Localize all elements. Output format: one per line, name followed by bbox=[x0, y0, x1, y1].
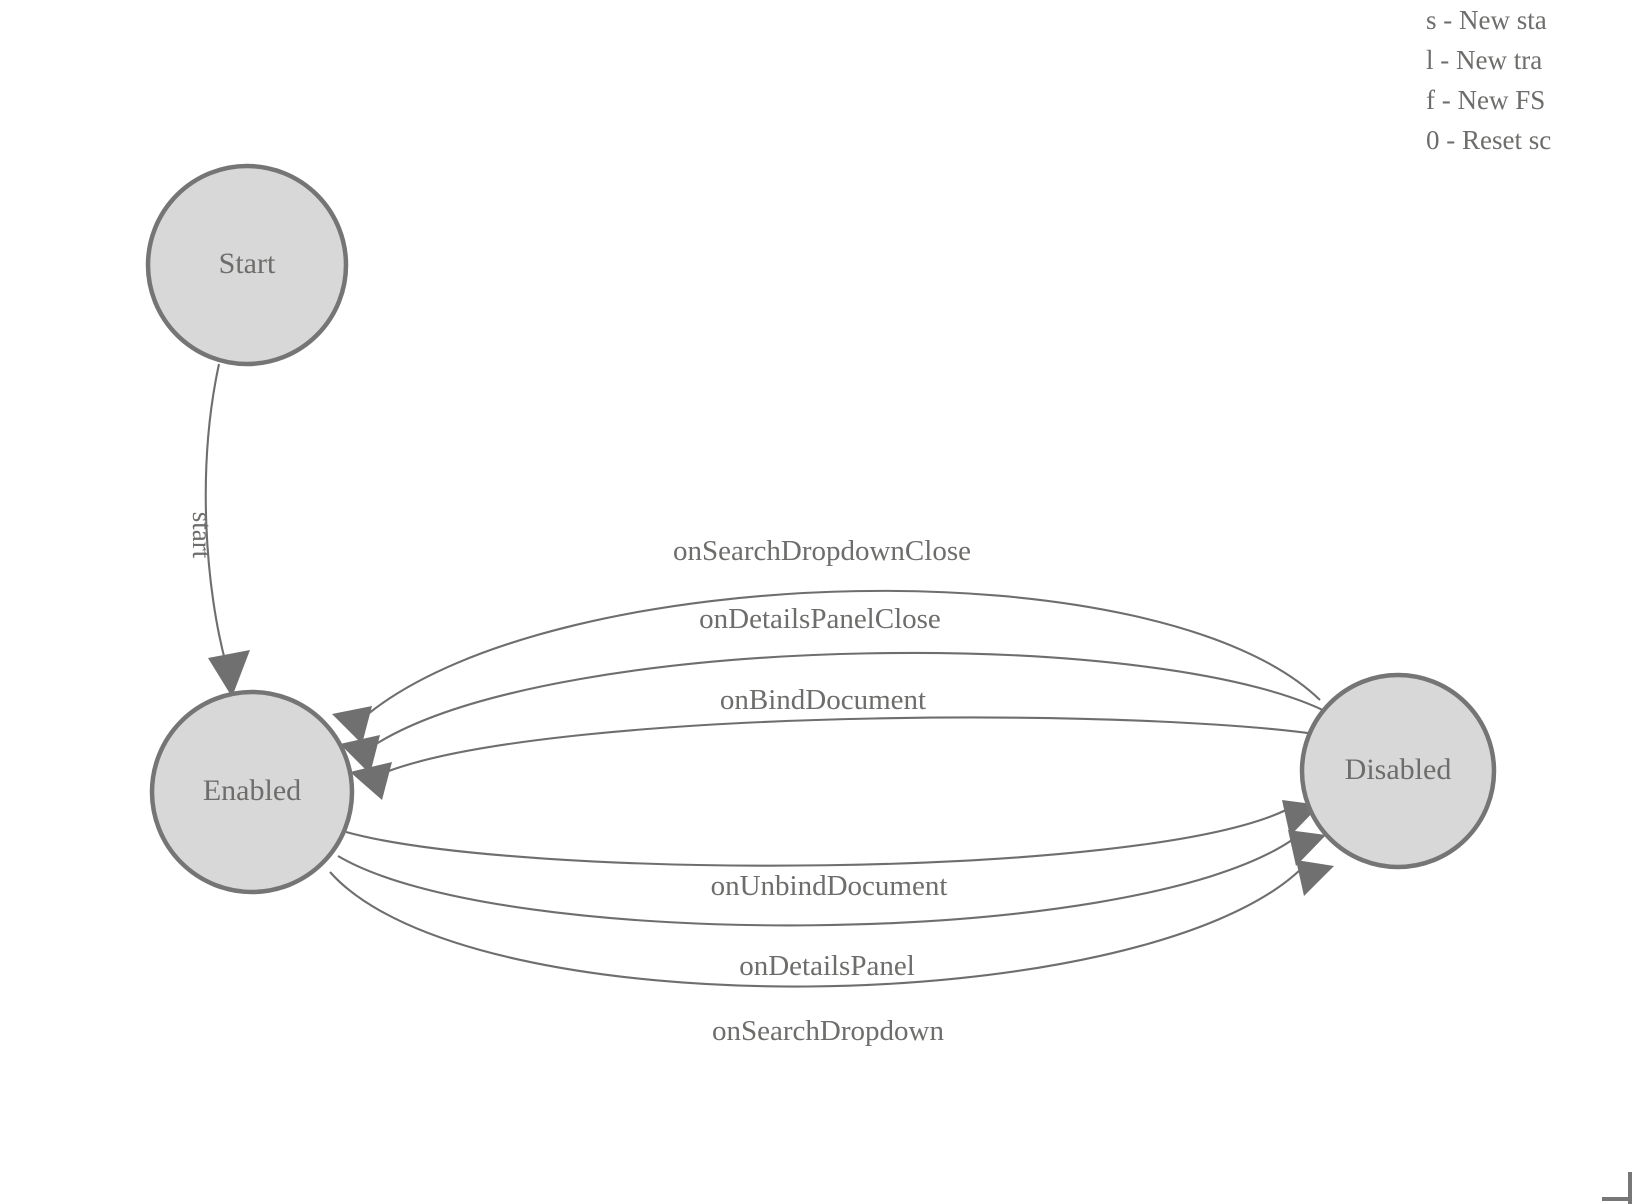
edge-path-start[interactable] bbox=[204, 363, 228, 665]
state-node-start[interactable]: Start bbox=[145, 163, 349, 367]
canvas-frame-corner bbox=[1600, 1172, 1632, 1204]
state-node-enabled[interactable]: Enabled bbox=[149, 689, 355, 895]
state-circle-disabled[interactable] bbox=[1299, 672, 1497, 870]
state-label-start: Start bbox=[219, 247, 276, 280]
edge-path-on-unbind-document[interactable] bbox=[345, 809, 1287, 867]
transition-label-on-search-dropdown: onSearchDropdown bbox=[712, 1015, 944, 1047]
transition-label-on-search-dropdown-close: onSearchDropdownClose bbox=[673, 535, 971, 567]
transition-on-unbind-document[interactable] bbox=[345, 800, 1320, 867]
frame-horizontal-edge bbox=[1602, 1197, 1632, 1201]
arrowhead-start bbox=[208, 650, 250, 697]
state-label-disabled: Disabled bbox=[1345, 753, 1452, 786]
state-circle-enabled[interactable] bbox=[149, 689, 355, 895]
shortcut-new-state: s - New sta bbox=[1426, 5, 1547, 35]
edge-path-on-search-dropdown[interactable] bbox=[329, 869, 1301, 988]
state-node-disabled[interactable]: Disabled bbox=[1299, 672, 1497, 870]
keyboard-shortcuts-legend: s - New sta l - New tra f - New FS 0 - R… bbox=[1426, 0, 1632, 160]
edge-path-on-bind-document[interactable] bbox=[385, 716, 1351, 773]
transition-on-search-dropdown[interactable] bbox=[329, 860, 1334, 988]
arrowhead-on-details-panel bbox=[1288, 830, 1326, 866]
edge-path-on-details-panel[interactable] bbox=[337, 839, 1293, 927]
arrowhead-on-search-dropdown bbox=[1296, 860, 1334, 896]
shortcut-reset-scale: 0 - Reset sc bbox=[1426, 125, 1552, 155]
transition-on-details-panel[interactable] bbox=[337, 830, 1326, 927]
transition-on-bind-document[interactable] bbox=[350, 716, 1351, 800]
shortcut-new-fsm: f - New FS bbox=[1426, 85, 1546, 115]
arrowhead-on-bind-document bbox=[350, 762, 392, 800]
state-circle-start[interactable] bbox=[145, 163, 349, 367]
edge-path-on-details-panel-close[interactable] bbox=[375, 651, 1339, 745]
state-label-enabled: Enabled bbox=[203, 774, 301, 807]
transition-label-on-details-panel: onDetailsPanel bbox=[739, 950, 915, 982]
transition-label-on-unbind-document: onUnbindDocument bbox=[711, 870, 948, 902]
transition-on-search-dropdown-close[interactable] bbox=[332, 589, 1321, 744]
edge-path-on-search-dropdown-close[interactable] bbox=[367, 589, 1321, 715]
transition-label-start: start bbox=[187, 512, 217, 559]
transition-start[interactable] bbox=[204, 363, 250, 697]
shortcut-new-transition: l - New tra bbox=[1426, 45, 1543, 75]
transition-label-on-bind-document: onBindDocument bbox=[720, 684, 926, 716]
transition-on-details-panel-close[interactable] bbox=[340, 651, 1339, 774]
arrowhead-on-search-dropdown-close bbox=[332, 706, 372, 744]
arrowhead-on-details-panel-close bbox=[340, 735, 380, 774]
frame-vertical-edge bbox=[1628, 1172, 1632, 1204]
transition-label-on-details-panel-close: onDetailsPanelClose bbox=[699, 603, 941, 635]
